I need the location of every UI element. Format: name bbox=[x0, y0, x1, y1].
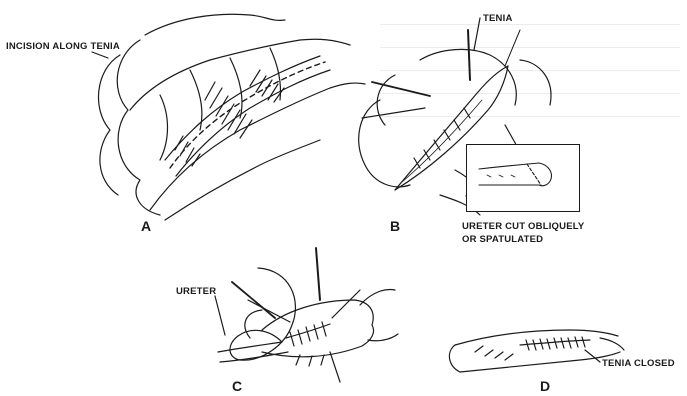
panel-d-drawing bbox=[449, 330, 624, 372]
inset-box bbox=[466, 144, 580, 212]
panel-d-letter: D bbox=[540, 378, 550, 394]
ureter-label: URETER bbox=[176, 286, 216, 297]
ureter-cut-label-line1: URETER CUT OBLIQUELY bbox=[462, 221, 584, 232]
panel-a-drawing bbox=[92, 14, 365, 220]
tenia-label: TENIA bbox=[483, 13, 513, 24]
tenia-closed-label: TENIA CLOSED bbox=[602, 358, 675, 369]
panel-a-letter: A bbox=[141, 218, 151, 234]
incision-label: INCISION ALONG TENIA bbox=[6, 41, 120, 52]
panel-c-letter: C bbox=[232, 378, 242, 394]
panel-b-letter: B bbox=[390, 218, 400, 234]
ureter-cut-label-line2: OR SPATULATED bbox=[462, 234, 543, 245]
ureter-cut-detail bbox=[467, 145, 579, 211]
panel-c-drawing bbox=[215, 248, 398, 382]
